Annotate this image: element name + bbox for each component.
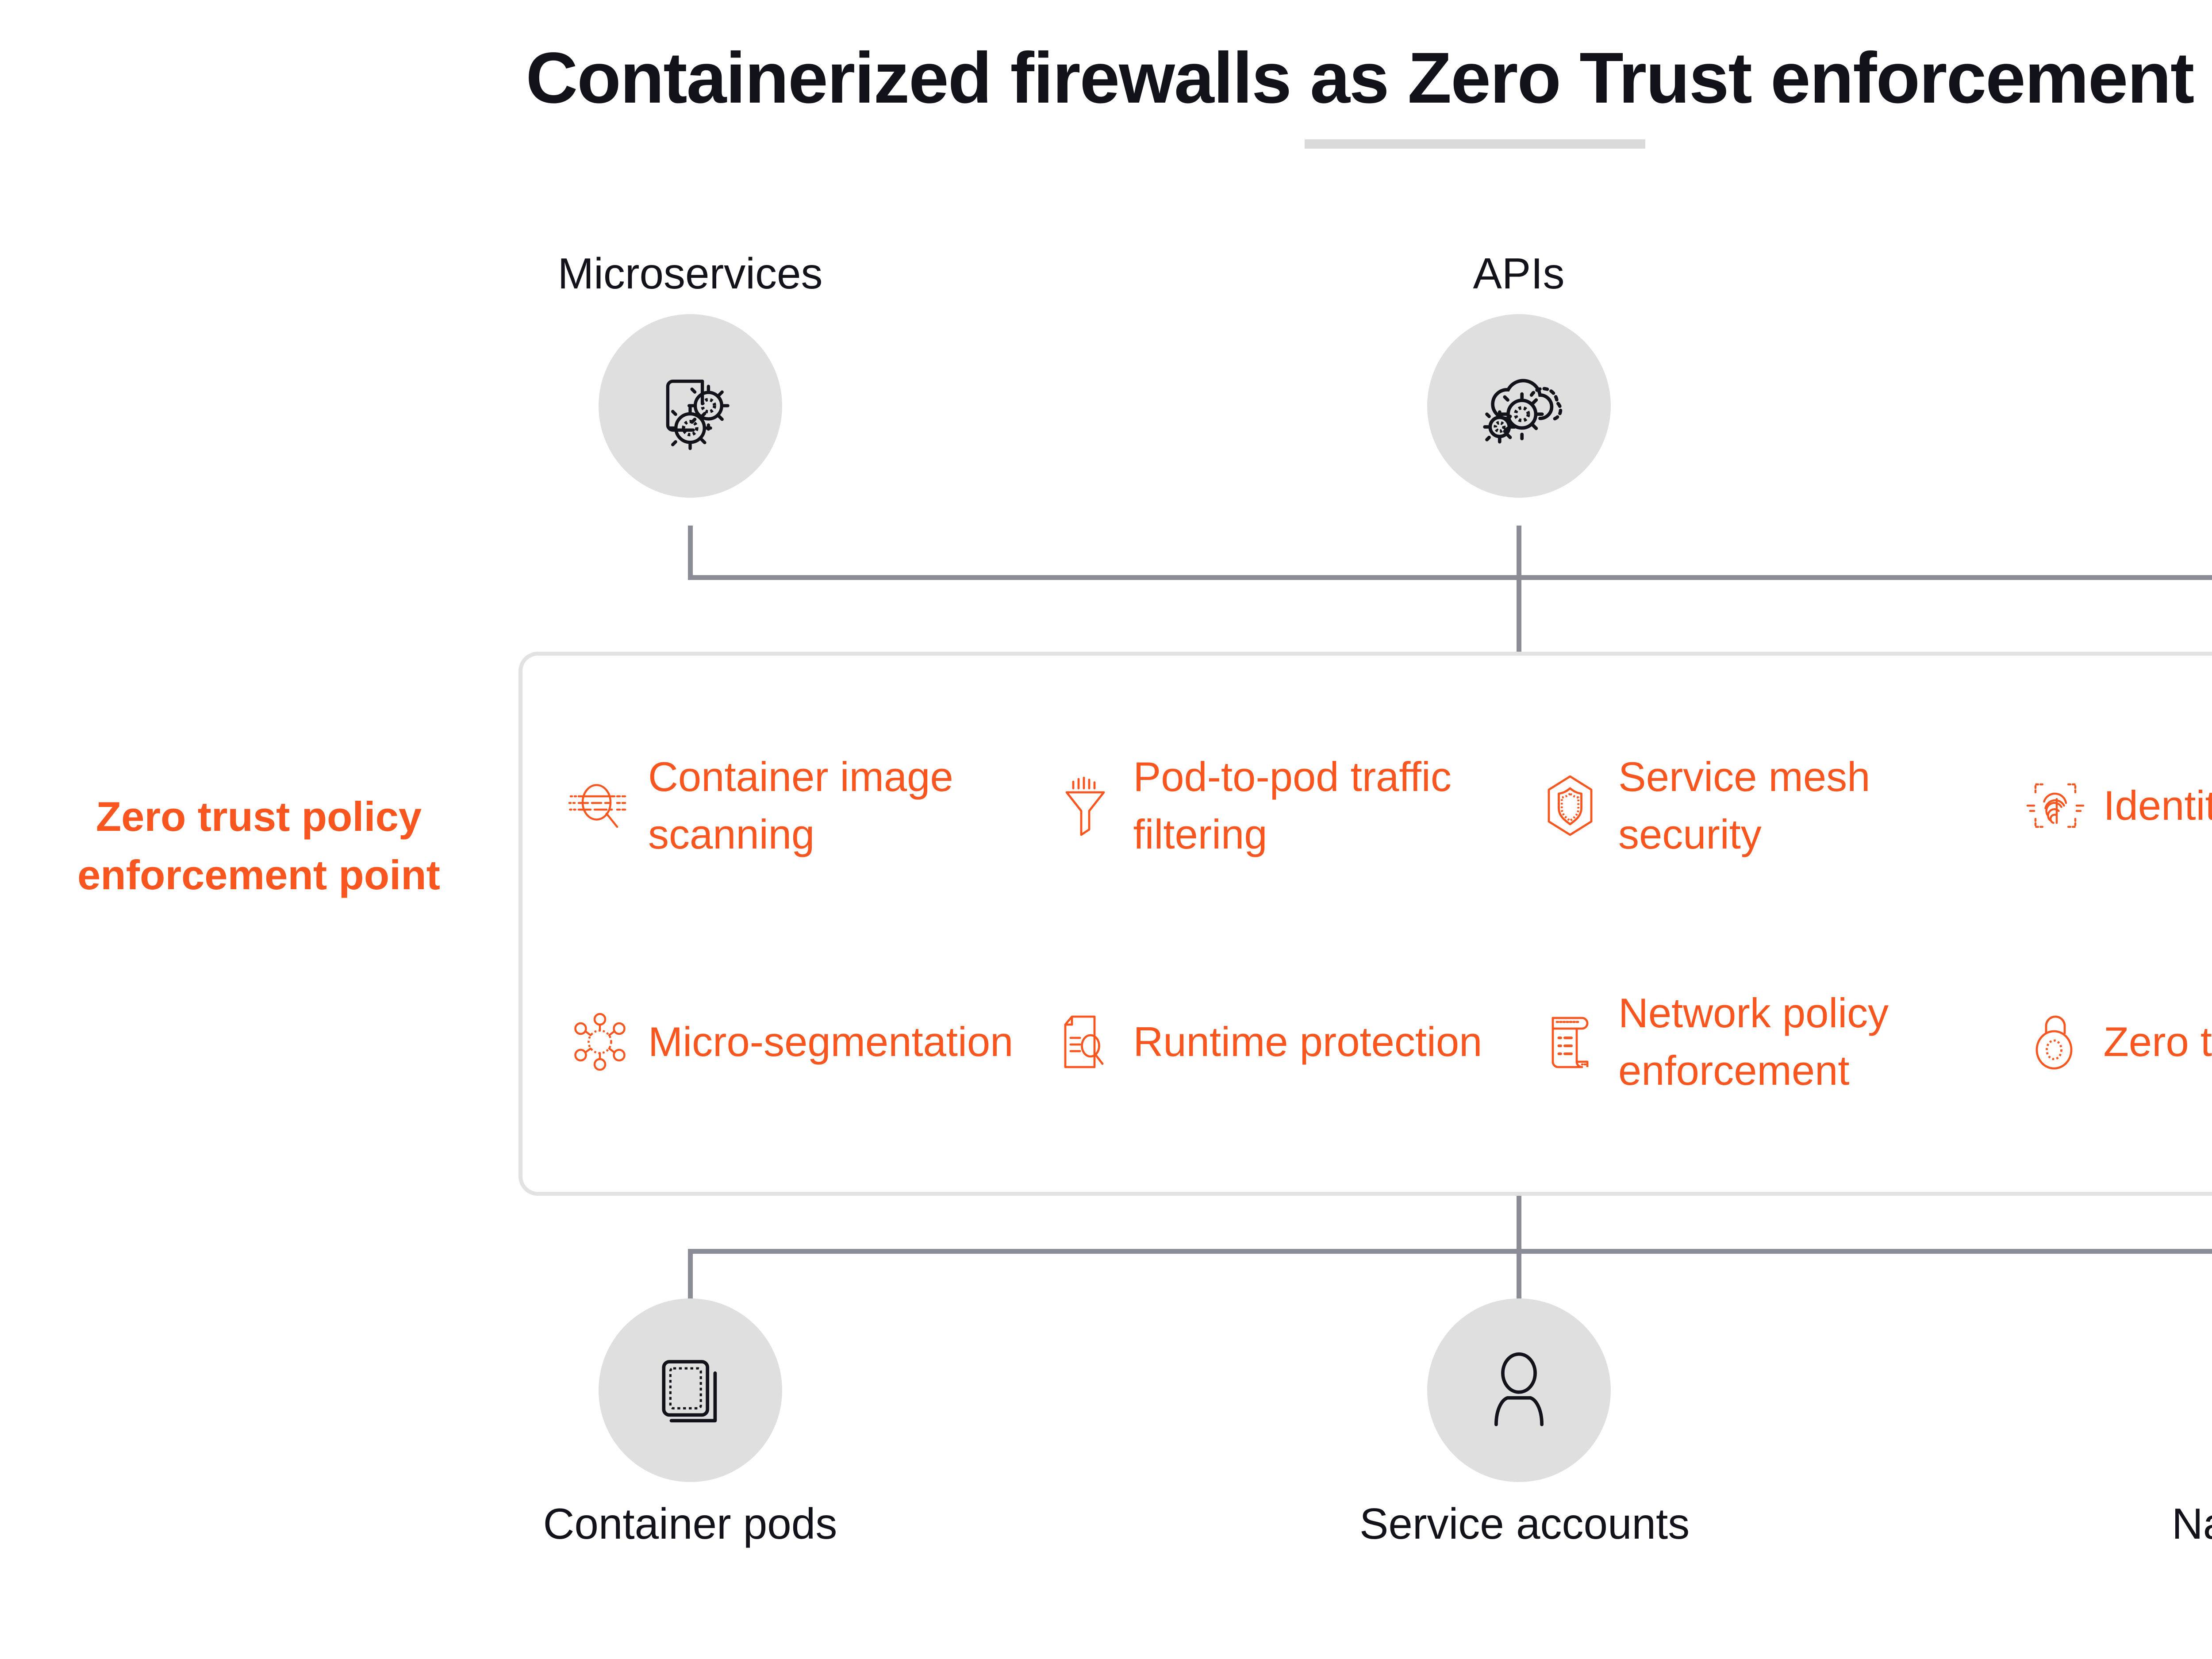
node-namespaces-clusters[interactable]: Namespaces/clusters (2172, 1298, 2212, 1550)
service-label: Identity-based accss (2103, 782, 2212, 829)
node-label-container-pods: Container pods (543, 1499, 837, 1548)
network-nodes-icon (567, 1009, 633, 1075)
scan-magnifier-icon (567, 772, 633, 839)
node-label-apis: APIs (1473, 249, 1565, 298)
bottom-connector-horizontal (688, 1249, 2212, 1254)
container-gears-icon (639, 355, 741, 457)
top-connector-horizontal (688, 575, 2212, 580)
top-connector-stem-microservices (688, 526, 693, 578)
node-circle-apis (1427, 314, 1611, 498)
policy-scroll-icon (1537, 1009, 1603, 1075)
node-apis[interactable]: APIs (1359, 248, 1678, 498)
node-circle-microservices (598, 314, 782, 498)
service-identity-based-access[interactable]: Identity-based accss (2005, 687, 2212, 924)
firewall-services-panel: Container image scanning Pod-to-pod traf… (518, 652, 2212, 1196)
node-microservices[interactable]: Microservices (531, 248, 849, 498)
node-data-stores[interactable]: Data stores (2172, 248, 2212, 498)
title-block: Containerized firewalls as Zero Trust en… (0, 38, 2212, 149)
service-label: Pod-to-pod traffic filtering (1133, 753, 1452, 857)
service-network-policy-enforcement[interactable]: Network policy enforcement (1519, 924, 2005, 1160)
service-micro-segmentation[interactable]: Micro-segmentation (549, 924, 1034, 1160)
service-runtime-protection[interactable]: Runtime protection (1034, 924, 1520, 1160)
node-circle-container-pods (598, 1298, 782, 1482)
service-label: Container image scanning (648, 753, 953, 857)
node-label-microservices: Microservices (557, 249, 823, 298)
padlock-icon (2022, 1009, 2089, 1075)
bottom-connector-stem-panel (1517, 1196, 1521, 1251)
document-magnifier-icon (1052, 1009, 1118, 1075)
bottom-connector-stem-service-accounts (1517, 1249, 1521, 1300)
service-label: Micro-segmentation (648, 1018, 1014, 1065)
service-label: Runtime protection (1133, 1018, 1482, 1065)
service-label: Zero trust access (2103, 1018, 2212, 1065)
service-service-mesh-security[interactable]: Service mesh security (1519, 687, 2005, 924)
bottom-connector-stem-container-pods (688, 1249, 693, 1300)
person-icon (1471, 1343, 1567, 1438)
node-container-pods[interactable]: Container pods (531, 1298, 849, 1550)
stacked-cards-icon (643, 1343, 738, 1438)
left-side-label: Zero trust policy enforcement point (77, 793, 440, 898)
node-label-data-stores: Data stores (2172, 248, 2212, 300)
service-container-image-scanning[interactable]: Container image scanning (549, 687, 1034, 924)
node-label-service-accounts: Service accounts (1359, 1499, 1690, 1548)
node-service-accounts[interactable]: Service accounts (1359, 1298, 1690, 1550)
page-title: Containerized firewalls as Zero Trust en… (526, 37, 2212, 118)
funnel-filter-icon (1052, 772, 1118, 839)
node-circle-service-accounts (1427, 1298, 1611, 1482)
node-label-namespaces-clusters: Namespaces/clusters (2172, 1499, 2212, 1548)
title-divider (1304, 139, 1645, 149)
cloud-gears-icon (1466, 353, 1572, 459)
service-pod-to-pod-traffic-filtering[interactable]: Pod-to-pod traffic filtering (1034, 687, 1520, 924)
fingerprint-scan-icon (2022, 772, 2089, 839)
service-zero-trust-access[interactable]: Zero trust access (2005, 924, 2212, 1160)
service-label: Service mesh security (1618, 753, 1870, 857)
service-label: Network policy enforcement (1618, 990, 1889, 1094)
top-connector-stem-apis (1517, 526, 1521, 654)
firewall-services-grid: Container image scanning Pod-to-pod traf… (522, 656, 2212, 1192)
hexagon-shield-icon (1537, 772, 1603, 839)
